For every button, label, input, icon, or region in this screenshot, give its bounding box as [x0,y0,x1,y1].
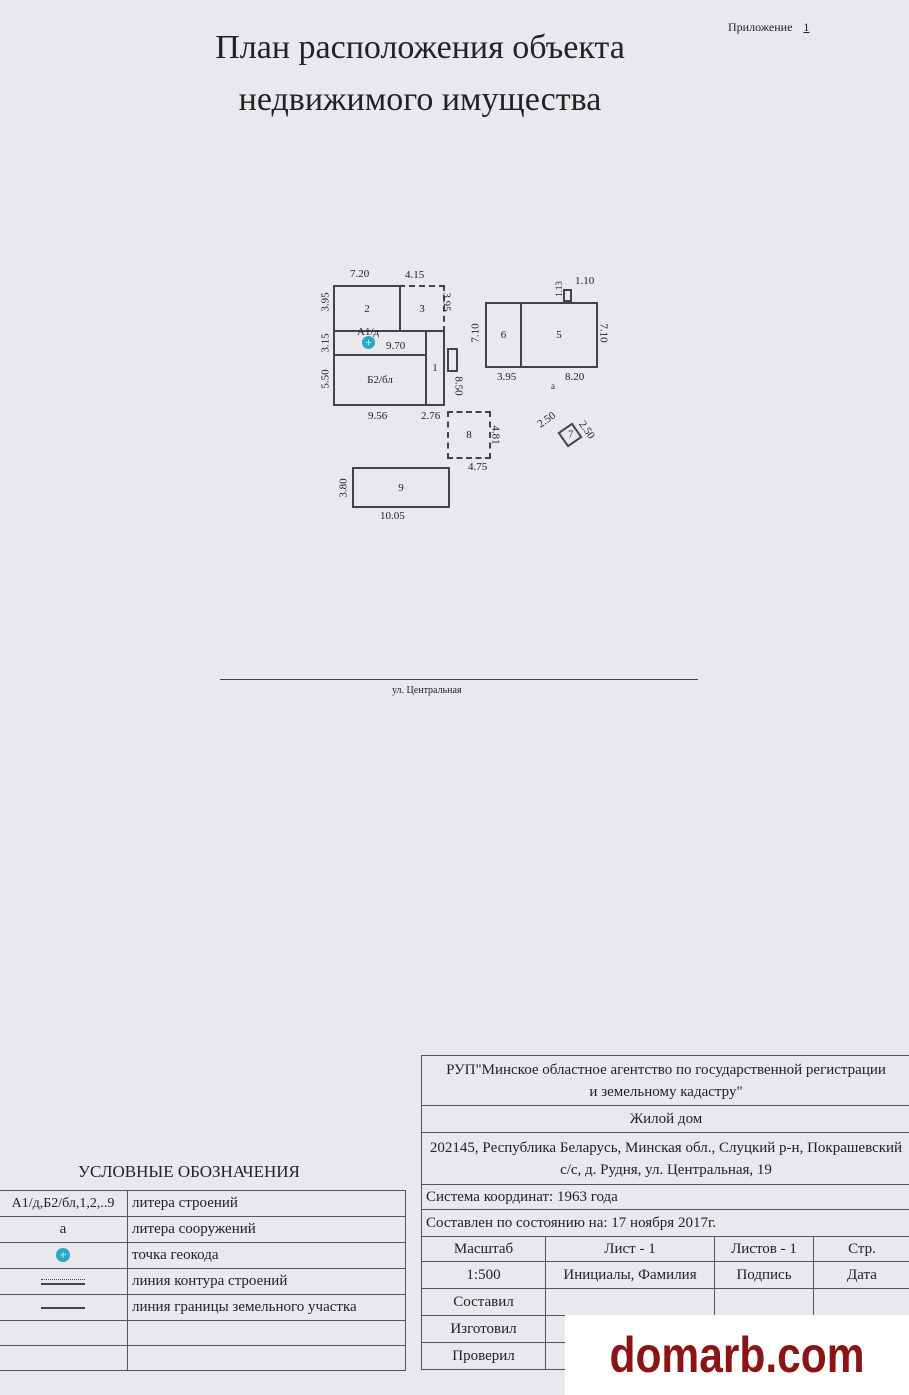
watermark: domarb.com [565,1315,909,1395]
dim: 9.56 [368,410,388,422]
appendix-label: Приложение [728,20,793,34]
legend-desc: линия границы земельного участка [127,1294,406,1321]
room-1: 1 [425,330,445,406]
dim: 3.95 [319,292,332,312]
sheets: Листов - 1 [714,1236,814,1262]
title-line-1: План расположения объекта [215,29,625,66]
chimney [447,348,458,372]
page: Стр. [813,1236,909,1262]
dim: 8.50 [452,376,465,396]
dim: 4.81 [489,425,502,445]
dim: 2.50 [535,409,558,431]
dim: 3.95 [440,292,453,312]
scale-label: Масштаб [421,1236,546,1262]
object-type: Жилой дом [421,1105,909,1133]
coordinate-system: Система координат: 1963 года [421,1184,909,1210]
col-signature: Подпись [714,1261,814,1289]
legend-symbol: А1/д,Б2/бл,1,2,..9 [0,1190,128,1217]
dim: 4.75 [468,461,488,473]
room-3: 3 [399,285,445,332]
dim: 1.13 [553,281,564,297]
dim: 7.10 [597,323,610,343]
room-9: 9 [352,467,450,508]
land-boundary-line-icon [0,1294,128,1321]
dim: 7.10 [469,323,482,343]
checked-by: Проверил [421,1342,546,1370]
dim: 3.15 [319,333,332,353]
legend-desc: линия контура строений [127,1268,406,1295]
dim: 5.50 [319,369,332,389]
geocode-point-icon: + [0,1242,128,1269]
dim: 10.05 [380,510,405,522]
dim: 4.15 [405,269,425,281]
room-5: 5 [520,302,598,368]
street-line [220,679,698,680]
legend-desc: литера строений [127,1190,406,1217]
legend-desc: литера сооружений [127,1216,406,1243]
page-title: План расположения объекта недвижимого им… [100,22,740,126]
legend-title: УСЛОВНЫЕ ОБОЗНАЧЕНИЯ [78,1162,300,1181]
col-date: Дата [813,1261,909,1289]
address: 202145, Республика Беларусь, Минская обл… [421,1132,909,1185]
compiled-by: Составил [421,1288,546,1316]
sheet: Лист - 1 [545,1236,715,1262]
dim: 8.20 [565,371,585,383]
made-by: Изготовил [421,1315,546,1343]
title-line-2: недвижимого имущества [238,81,602,118]
compiled-date: Составлен по состоянию на: 17 ноября 201… [421,1209,909,1237]
legend-symbol: а [0,1216,128,1243]
room-a1: А1/д [333,326,427,356]
dim: 9.70 [386,340,406,352]
organization: РУП"Минское областное агентство по госуд… [421,1055,909,1106]
col-initials: Инициалы, Фамилия [545,1261,715,1289]
dim: 2.76 [421,410,441,422]
legend-desc: точка геокода [127,1242,406,1269]
watermark-text: domarb.com [609,1327,865,1383]
room-2: 2 [333,285,401,332]
room-b2: Б2/бл [333,354,427,406]
geocode-point-icon: + [362,336,375,349]
building-contour-line-icon [0,1268,128,1295]
porch [563,289,572,302]
scale: 1:500 [421,1261,546,1289]
structure-letter: а [551,381,555,391]
dim: 3.95 [497,371,517,383]
dim: 7.20 [350,268,370,280]
appendix-number: 1 [803,20,810,34]
street-label: ул. Центральная [392,685,462,696]
dim: 3.80 [337,478,350,498]
room-8: 8 [447,411,491,459]
appendix: Приложение 1 [728,20,817,35]
dim: 1.10 [575,275,595,287]
room-6: 6 [485,302,522,368]
